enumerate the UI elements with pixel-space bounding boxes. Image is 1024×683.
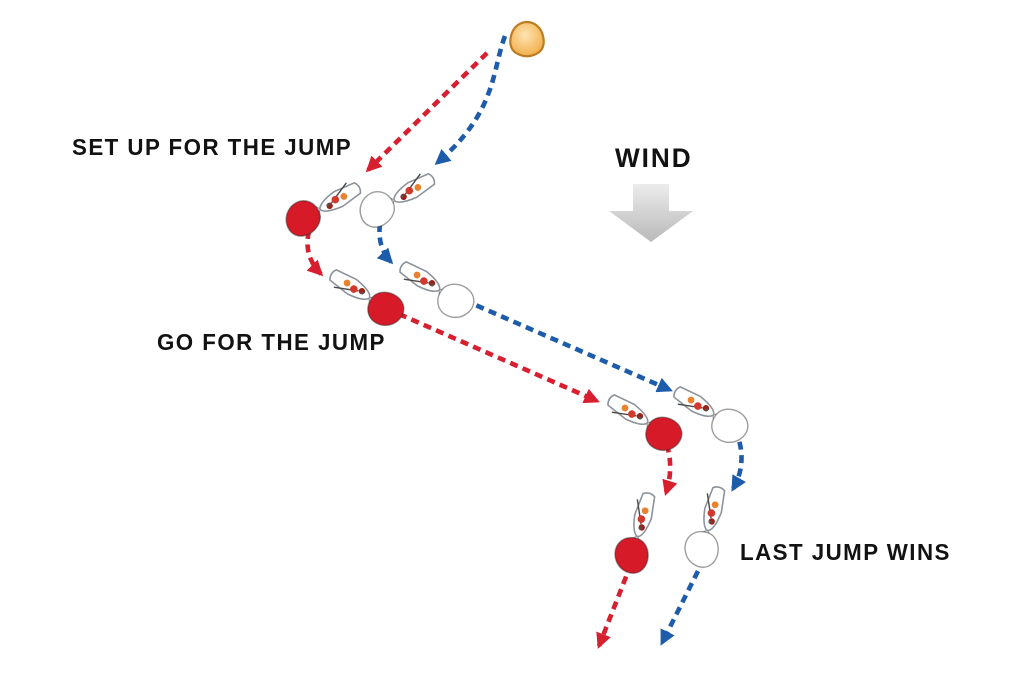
red-path-mark-to-setup bbox=[365, 51, 489, 173]
red-boat-stage1 bbox=[278, 170, 368, 243]
label-last-jump-wins: LAST JUMP WINS bbox=[740, 539, 951, 565]
label-set-up-for-the-jump: SET UP FOR THE JUMP bbox=[72, 134, 353, 160]
blue-path-long-reach bbox=[463, 297, 673, 393]
blue-path-finish-run bbox=[659, 557, 707, 646]
white-boat-stage1 bbox=[352, 161, 442, 234]
label-go-for-the-jump: GO FOR THE JUMP bbox=[157, 329, 386, 355]
white-boat-stage2 bbox=[391, 251, 481, 326]
white-boat-stage4 bbox=[679, 481, 736, 572]
blue-path-gybe-to-jump bbox=[376, 223, 394, 265]
red-path-gybe-to-jump bbox=[305, 230, 324, 277]
red-boat-stage2 bbox=[321, 259, 411, 334]
red-path-finish-run bbox=[596, 563, 634, 649]
label-wind: WIND bbox=[615, 143, 693, 173]
blue-path-mark-to-setup bbox=[434, 35, 508, 166]
red-boat-stage4 bbox=[609, 487, 666, 578]
wind-direction-down-arrow-icon bbox=[609, 184, 693, 242]
red-path-long-reach bbox=[398, 311, 600, 404]
windward-mark-buoy-icon bbox=[509, 20, 545, 58]
